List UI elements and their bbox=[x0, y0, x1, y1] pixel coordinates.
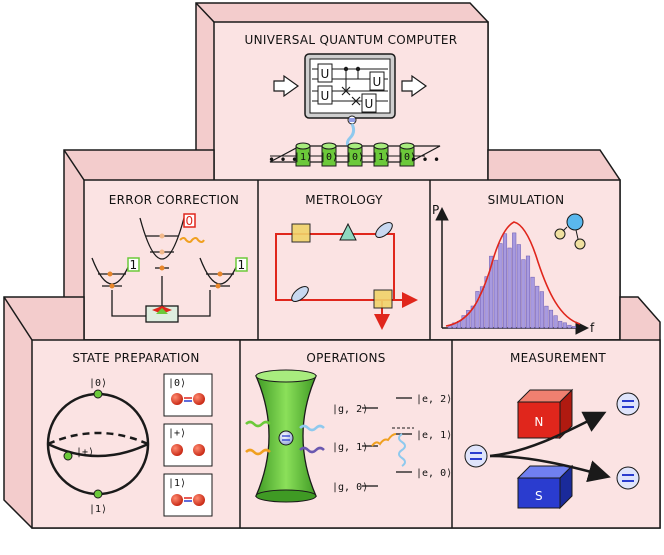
state-boxes: |0⟩ |+⟩ |1⟩ bbox=[163, 373, 213, 517]
gate-u-4: U bbox=[364, 97, 373, 111]
gate-u-2: U bbox=[372, 75, 381, 89]
universal-computer-block: UNIVERSAL QUANTUM COMPUTER U U U U bbox=[195, 2, 489, 183]
histogram-bar bbox=[498, 243, 503, 329]
magnet-south: S bbox=[535, 489, 543, 503]
bloch-east: |+⟩ bbox=[76, 447, 94, 458]
bloch-north: |0⟩ bbox=[89, 378, 107, 389]
histogram-bar bbox=[567, 324, 572, 329]
register-ket: |1⟩ bbox=[294, 152, 312, 163]
energy-levels: |g, 2⟩ |g, 1⟩ |g, 0⟩ |e, 2⟩ |e, 1⟩ |e, 0… bbox=[332, 394, 452, 493]
histogram-bar bbox=[489, 255, 494, 329]
histogram-bar bbox=[470, 305, 475, 329]
ec-right-flag: 1 bbox=[238, 258, 246, 272]
state-box-0: |0⟩ bbox=[168, 378, 186, 389]
qubit-register: |1⟩ |0⟩ |0⟩ |1⟩ |0⟩ • • • • • • bbox=[268, 142, 441, 167]
histogram-bar bbox=[516, 244, 521, 329]
register-ket: |0⟩ bbox=[398, 152, 416, 163]
histogram-bar bbox=[493, 259, 498, 329]
gate-u-3: U bbox=[320, 89, 329, 103]
histogram-bar bbox=[535, 285, 540, 329]
right-arrow-icon bbox=[401, 74, 428, 98]
register-qubit: |0⟩ bbox=[320, 142, 338, 167]
histogram-bar bbox=[562, 322, 567, 329]
histogram-bar bbox=[521, 259, 526, 329]
register-dots-left: • • • bbox=[268, 153, 298, 167]
measurement-title: MEASUREMENT bbox=[510, 351, 606, 365]
left-arrow-icon bbox=[273, 74, 300, 98]
middle-block: ERROR CORRECTION 1 1 0 METROLOGY bbox=[63, 149, 621, 341]
universal-title: UNIVERSAL QUANTUM COMPUTER bbox=[245, 33, 458, 47]
level-e0: |e, 0⟩ bbox=[416, 468, 452, 479]
circuit-diagram: U U U U bbox=[304, 53, 396, 125]
sim-y-axis: P bbox=[432, 203, 440, 217]
stern-gerlach: N S bbox=[464, 388, 640, 510]
histogram-bar bbox=[544, 305, 549, 329]
ion-trap bbox=[245, 369, 325, 503]
interferometer bbox=[275, 222, 418, 330]
histogram-bar bbox=[539, 291, 544, 329]
ec-top-flag: 0 bbox=[186, 214, 194, 228]
histogram-bar bbox=[466, 310, 471, 329]
bloch-south: |1⟩ bbox=[89, 504, 107, 515]
histogram-bar bbox=[484, 276, 489, 329]
bloch-sphere: |0⟩ |+⟩ |1⟩ bbox=[46, 378, 150, 515]
level-g1: |g, 1⟩ bbox=[332, 442, 368, 453]
state-box-1: |+⟩ bbox=[168, 428, 186, 439]
level-e2: |e, 2⟩ bbox=[416, 394, 452, 405]
sim-x-axis: f bbox=[590, 321, 595, 335]
gate-u-1: U bbox=[320, 67, 329, 81]
register-ket: |0⟩ bbox=[320, 152, 338, 163]
histogram-bar bbox=[475, 291, 480, 329]
histogram-bar bbox=[553, 315, 558, 329]
histogram-bar bbox=[479, 286, 485, 329]
simulation-title: SIMULATION bbox=[488, 193, 565, 207]
level-g0: |g, 0⟩ bbox=[332, 482, 368, 493]
level-g2: |g, 2⟩ bbox=[332, 404, 368, 415]
operations-title: OPERATIONS bbox=[306, 351, 385, 365]
register-ket: |0⟩ bbox=[346, 152, 364, 163]
state-prep-title: STATE PREPARATION bbox=[72, 351, 199, 365]
ec-left-flag: 1 bbox=[130, 258, 138, 272]
register-ket: |1⟩ bbox=[372, 152, 390, 163]
histogram-bar bbox=[507, 247, 512, 329]
register-dots-right: • • • bbox=[410, 153, 440, 167]
level-e1: |e, 1⟩ bbox=[416, 430, 452, 441]
error-correction-title: ERROR CORRECTION bbox=[109, 193, 239, 207]
magnet-north: N bbox=[534, 415, 543, 429]
histogram-bar bbox=[461, 315, 466, 329]
histogram-bar bbox=[548, 309, 554, 329]
register-qubit: |0⟩ bbox=[346, 142, 364, 167]
histogram-bar bbox=[502, 233, 508, 329]
register-qubit: |0⟩ bbox=[398, 142, 416, 167]
register-qubit: |1⟩ bbox=[372, 142, 390, 167]
metrology-title: METROLOGY bbox=[305, 193, 383, 207]
histogram-bar bbox=[525, 255, 531, 329]
histogram-bar bbox=[530, 276, 535, 329]
bottom-block: STATE PREPARATION |0⟩ |+⟩ |1⟩ |0⟩ |+⟩ |1… bbox=[3, 296, 661, 529]
state-box-2: |1⟩ bbox=[168, 478, 186, 489]
simulation-histogram: P f bbox=[432, 203, 595, 335]
histogram-bar bbox=[512, 232, 517, 329]
register-qubit: |1⟩ bbox=[294, 142, 312, 167]
histogram-bar bbox=[558, 320, 563, 329]
histogram-bar bbox=[571, 326, 577, 329]
